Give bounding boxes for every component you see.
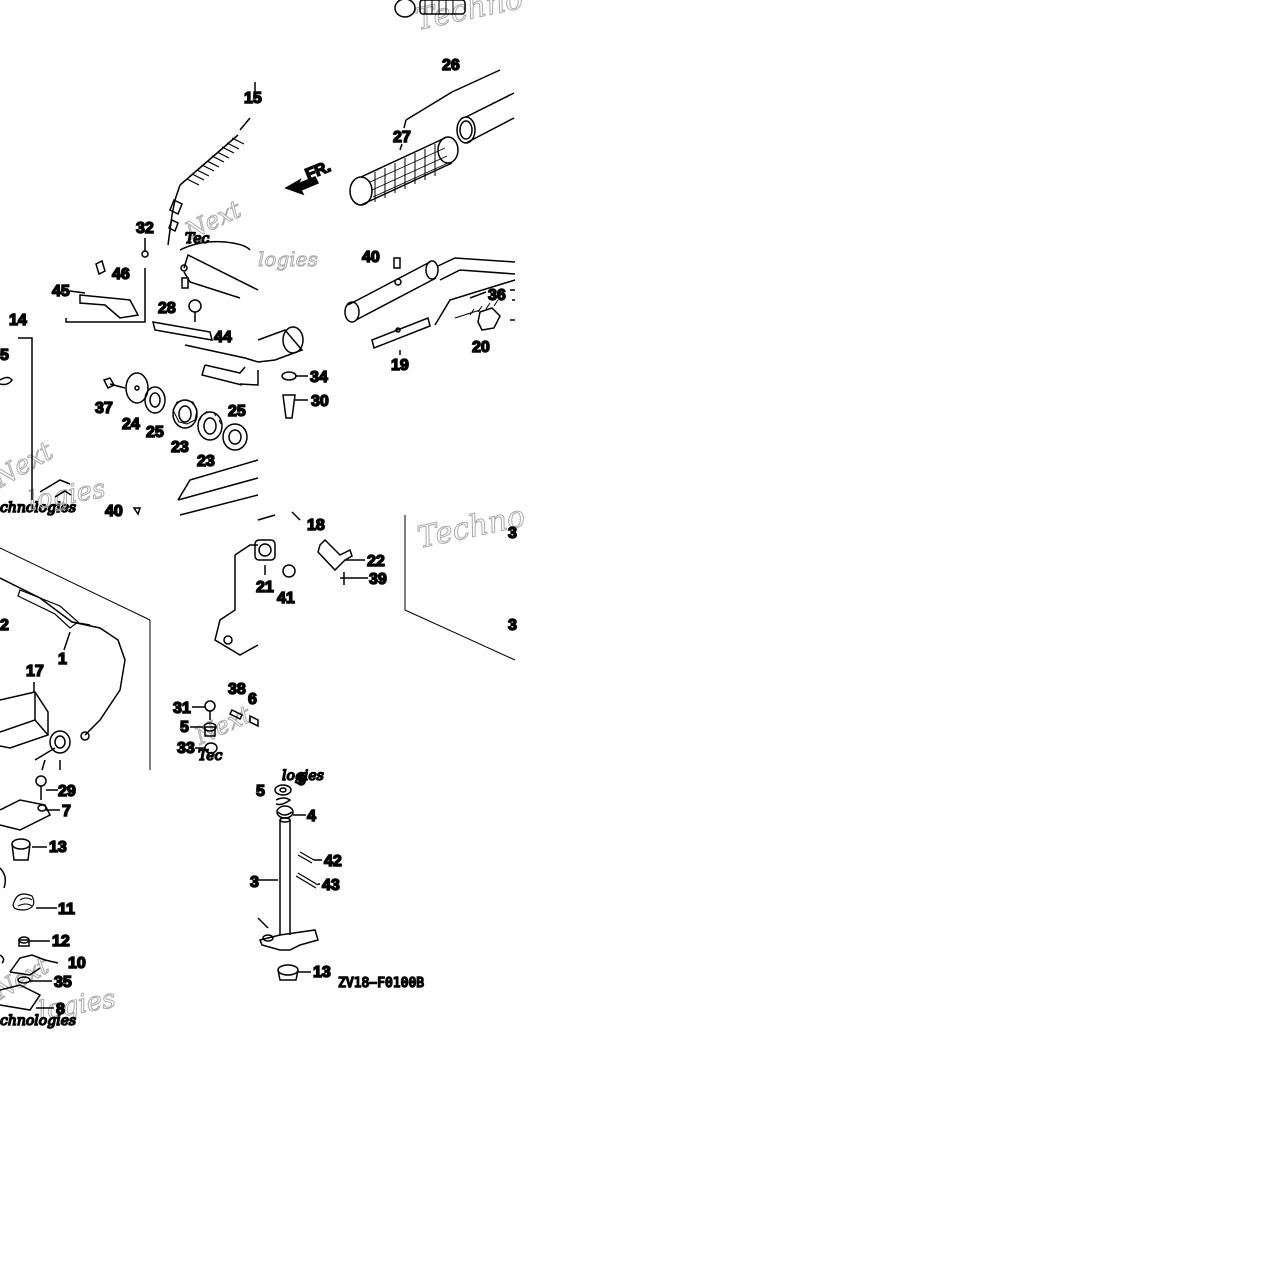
watermark-text: logies	[26, 474, 108, 517]
callout-30: 30	[311, 393, 329, 410]
callout-29: 29	[58, 783, 76, 800]
watermark-text: chnologies	[0, 500, 76, 516]
front-direction-label: FR.	[303, 158, 333, 183]
callout-32: 32	[136, 220, 154, 237]
callout-25b: 25	[228, 403, 246, 420]
watermarks: Techno Techno Next chnologies logies Nex…	[0, 0, 529, 1030]
callout-31: 31	[173, 700, 191, 717]
callout-20: 20	[472, 339, 490, 356]
callout-34: 34	[310, 369, 328, 386]
throttle-bracket-group: 46 45 28 44 37 24 25 23 23	[0, 253, 259, 521]
callout-38: 38	[228, 681, 246, 698]
watermark-text: chnologies	[0, 1013, 76, 1029]
callout-4: 4	[307, 808, 316, 825]
callout-13a: 13	[49, 839, 67, 856]
callout-9: 9	[297, 772, 306, 789]
callout-35: 35	[54, 974, 72, 991]
callout-10: 10	[68, 955, 86, 972]
callout-7: 7	[62, 803, 71, 820]
callout-23a: 23	[171, 439, 189, 456]
callout-15: 15	[244, 90, 262, 107]
callout-21: 21	[256, 579, 274, 596]
callout-3a: 3	[508, 525, 517, 542]
callout-19: 19	[391, 357, 409, 374]
governor-lever-group: 29 7 13 11 12 10 35 8	[0, 775, 87, 1019]
watermark-text: logies	[258, 247, 318, 271]
callout-6: 6	[248, 691, 257, 708]
watermark-text: Techno	[412, 0, 526, 38]
callout-27: 27	[393, 129, 411, 146]
callout-8: 8	[56, 1001, 65, 1018]
callout-11: 11	[58, 901, 75, 918]
callout-2: 2	[0, 617, 9, 634]
throttle-cable-group: 2 1 17	[0, 547, 151, 771]
callout-13b: 13	[313, 964, 331, 981]
callout-5a: 5	[0, 347, 9, 364]
watermark-text: Tec	[185, 231, 210, 247]
callout-37: 37	[95, 400, 113, 417]
callout-12: 12	[52, 933, 70, 950]
callout-40a: 40	[105, 503, 123, 520]
lever-group: 40 19 36 20 34 30	[257, 248, 516, 419]
callout-25a: 25	[146, 424, 164, 441]
callout-5b: 5	[180, 719, 189, 736]
watermark-text: Tec	[198, 748, 223, 764]
callout-26: 26	[442, 57, 460, 74]
drawing-code: ZV18−F0100B	[338, 976, 424, 991]
cable-clamp-group: 18 21 41 22 39 3 3	[214, 511, 518, 661]
callout-18: 18	[307, 517, 325, 534]
callout-43: 43	[322, 877, 340, 894]
callout-1: 1	[58, 651, 67, 668]
callout-40b: 40	[362, 249, 380, 266]
callout-3b: 3	[508, 617, 517, 634]
watermark-text: logies	[282, 768, 324, 784]
callout-24: 24	[122, 416, 140, 433]
callout-5c: 5	[256, 783, 265, 800]
fastener-group: 31 38 6 5 33	[172, 680, 259, 758]
callout-42: 42	[324, 853, 342, 870]
callout-36: 36	[488, 287, 506, 304]
callout-41: 41	[277, 590, 295, 607]
callout-14: 14	[9, 312, 27, 329]
handle-tube-group: FR. 26 27	[284, 0, 515, 206]
callout-44: 44	[214, 329, 232, 346]
callout-17: 17	[26, 663, 44, 680]
governor-shaft-group: 5 9 4 3 42 43 13 ZV18−F0100B	[249, 771, 425, 992]
callout-46: 46	[112, 266, 130, 283]
stop-cable-group: 15 32	[135, 82, 263, 258]
callout-3c: 3	[250, 874, 259, 891]
callout-33: 33	[177, 740, 195, 757]
callout-28: 28	[158, 300, 176, 317]
callout-23b: 23	[197, 453, 215, 470]
watermark-text: Next	[190, 700, 256, 751]
callout-45: 45	[52, 283, 70, 300]
callout-22: 22	[367, 553, 385, 570]
callout-39: 39	[369, 571, 387, 588]
